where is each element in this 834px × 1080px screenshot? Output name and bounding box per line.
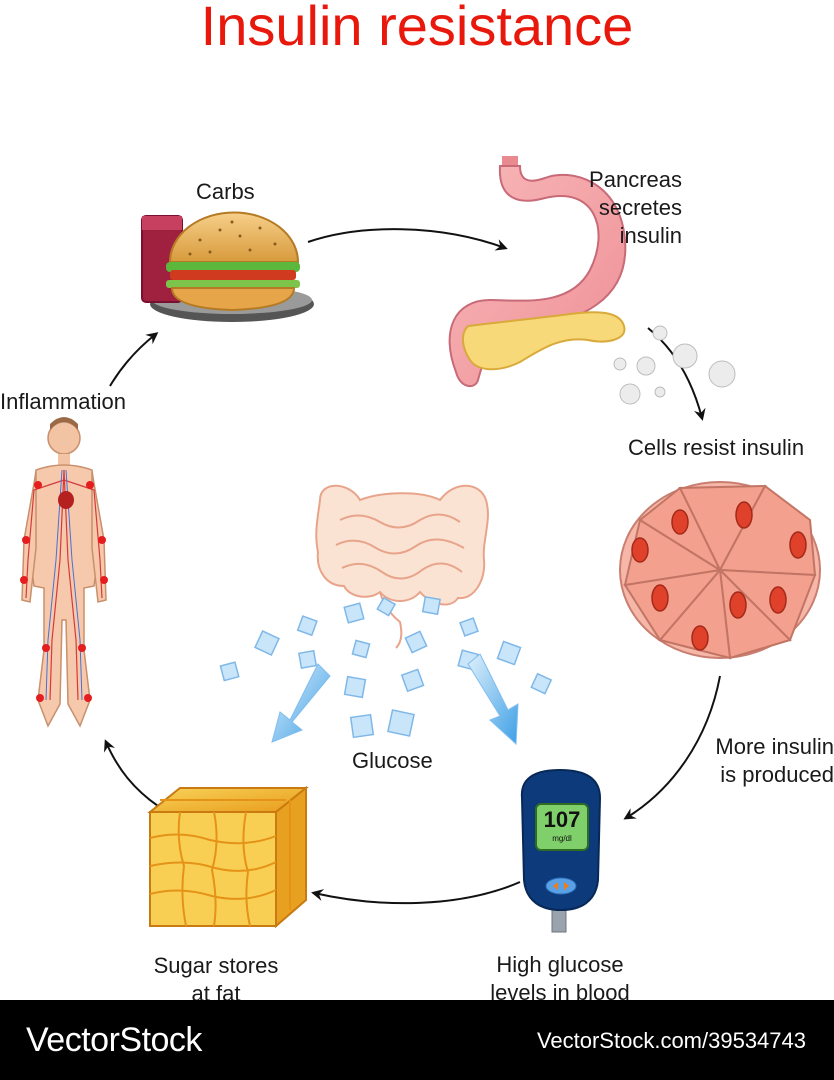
intestines-illustration: [315, 484, 489, 649]
label-high-glucose-line1: High glucose: [496, 952, 624, 977]
label-more-insulin-line1: More insulin: [715, 734, 834, 759]
label-more-insulin-line2: is produced: [720, 762, 834, 787]
arrow-carbs-to-pancreas: [307, 228, 508, 251]
label-glucose: Glucose: [352, 748, 433, 773]
arrow-cells-to-meter: [623, 675, 721, 820]
arrow-meter-to-fat: [311, 881, 521, 905]
arrow-body-to-carbs: [109, 332, 159, 387]
pancreas-illustration: [448, 156, 736, 405]
footer-bar: VectorStock VectorStock.com/39534743: [0, 1000, 834, 1080]
label-cells-resist: Cells resist insulin: [628, 435, 805, 460]
carbs-illustration: [141, 211, 314, 322]
label-pancreas-line2: secretes: [598, 195, 682, 220]
glucose-meter-illustration: [520, 768, 602, 933]
cells-illustration: [619, 481, 821, 660]
footer-image-id: VectorStock.com/39534743: [536, 1028, 806, 1053]
label-inflammation: Inflammation: [0, 389, 126, 414]
fat-tissue-illustration: [147, 785, 309, 929]
meter-unit: mg/dl: [552, 834, 572, 843]
footer-brand: VectorStock: [26, 1021, 202, 1059]
glucose-cubes: [219, 596, 553, 739]
label-pancreas-line3: insulin: [619, 223, 682, 248]
arrow-pancreas-to-cells: [647, 327, 706, 421]
label-sugar-stores-line1: Sugar stores: [153, 953, 279, 978]
diagram-artwork: [20, 156, 821, 933]
human-body-illustration: [20, 417, 108, 728]
glucose-flow-arrows: [271, 653, 519, 746]
arrow-fat-to-body: [104, 739, 159, 807]
label-pancreas-line1: Pancreas: [589, 167, 682, 192]
meter-reading: 107: [543, 807, 581, 832]
label-carbs: Carbs: [196, 179, 255, 204]
diagram-title: Insulin resistance: [200, 0, 634, 57]
